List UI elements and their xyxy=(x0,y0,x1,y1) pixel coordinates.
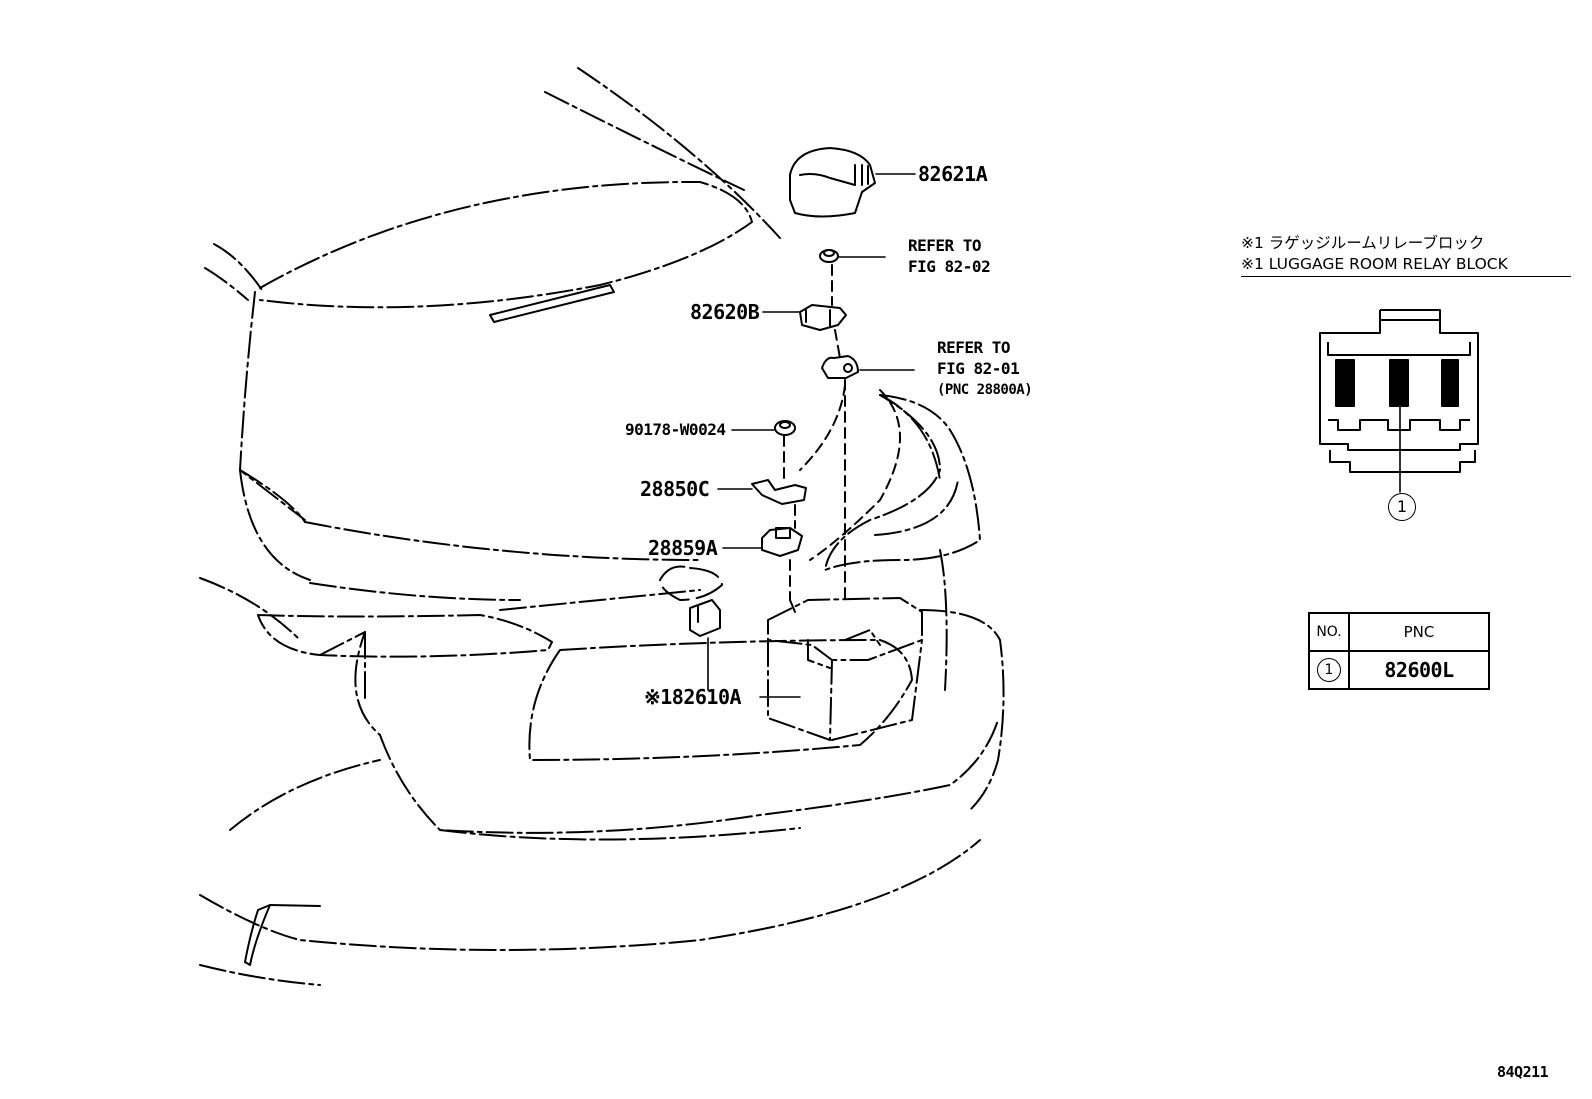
part-82620B-shape xyxy=(799,304,847,331)
pnc-legend-table: NO. PNC 1 82600L xyxy=(1308,612,1490,690)
part-terminal-shape xyxy=(821,355,859,379)
legend-row-pnc: 82600L xyxy=(1348,650,1490,690)
part-82621A-shape xyxy=(789,147,876,218)
callout-refer-to-82-02-line2: FIG 82-02 xyxy=(908,257,991,276)
part-28859A-shape xyxy=(761,527,803,557)
legend-row-marker-cell: 1 xyxy=(1308,650,1350,690)
callout-82620B: 82620B xyxy=(690,300,760,324)
reflector-outline xyxy=(244,904,271,966)
callout-refer-to-82-01-line3: (PNC 28800A) xyxy=(937,382,1033,398)
callout-82621A: 82621A xyxy=(918,162,988,186)
callout-28859A: 28859A xyxy=(648,536,718,560)
note-english: ※1 LUGGAGE ROOM RELAY BLOCK xyxy=(1241,256,1571,277)
part-82610A-shape xyxy=(689,599,721,637)
callout-refer-to-82-01-line1: REFER TO xyxy=(937,338,1011,357)
stop-lamp-outline xyxy=(489,284,615,323)
callout-82610A: ※182610A xyxy=(644,685,742,709)
legend-row-marker: 1 xyxy=(1317,658,1341,682)
legend-header-pnc: PNC xyxy=(1348,612,1490,652)
callout-refer-to-82-02-line1: REFER TO xyxy=(908,236,982,255)
callout-28850C: 28850C xyxy=(640,477,710,501)
battery-outline xyxy=(767,597,923,741)
callout-90178-W0024: 90178-W0024 xyxy=(625,420,726,439)
relay-marker-1: 1 xyxy=(1388,493,1416,521)
figure-id: 84Q211 xyxy=(1497,1063,1549,1081)
part-28850C-shape xyxy=(751,479,807,505)
note-japanese: ※1 ラゲッジルームリレーブロック xyxy=(1241,234,1485,252)
relay-block-detail xyxy=(1319,309,1479,473)
callout-refer-to-82-01-line2: FIG 82-01 xyxy=(937,359,1020,378)
vehicle-outline xyxy=(199,67,1005,986)
legend-header-no: NO. xyxy=(1308,612,1350,652)
